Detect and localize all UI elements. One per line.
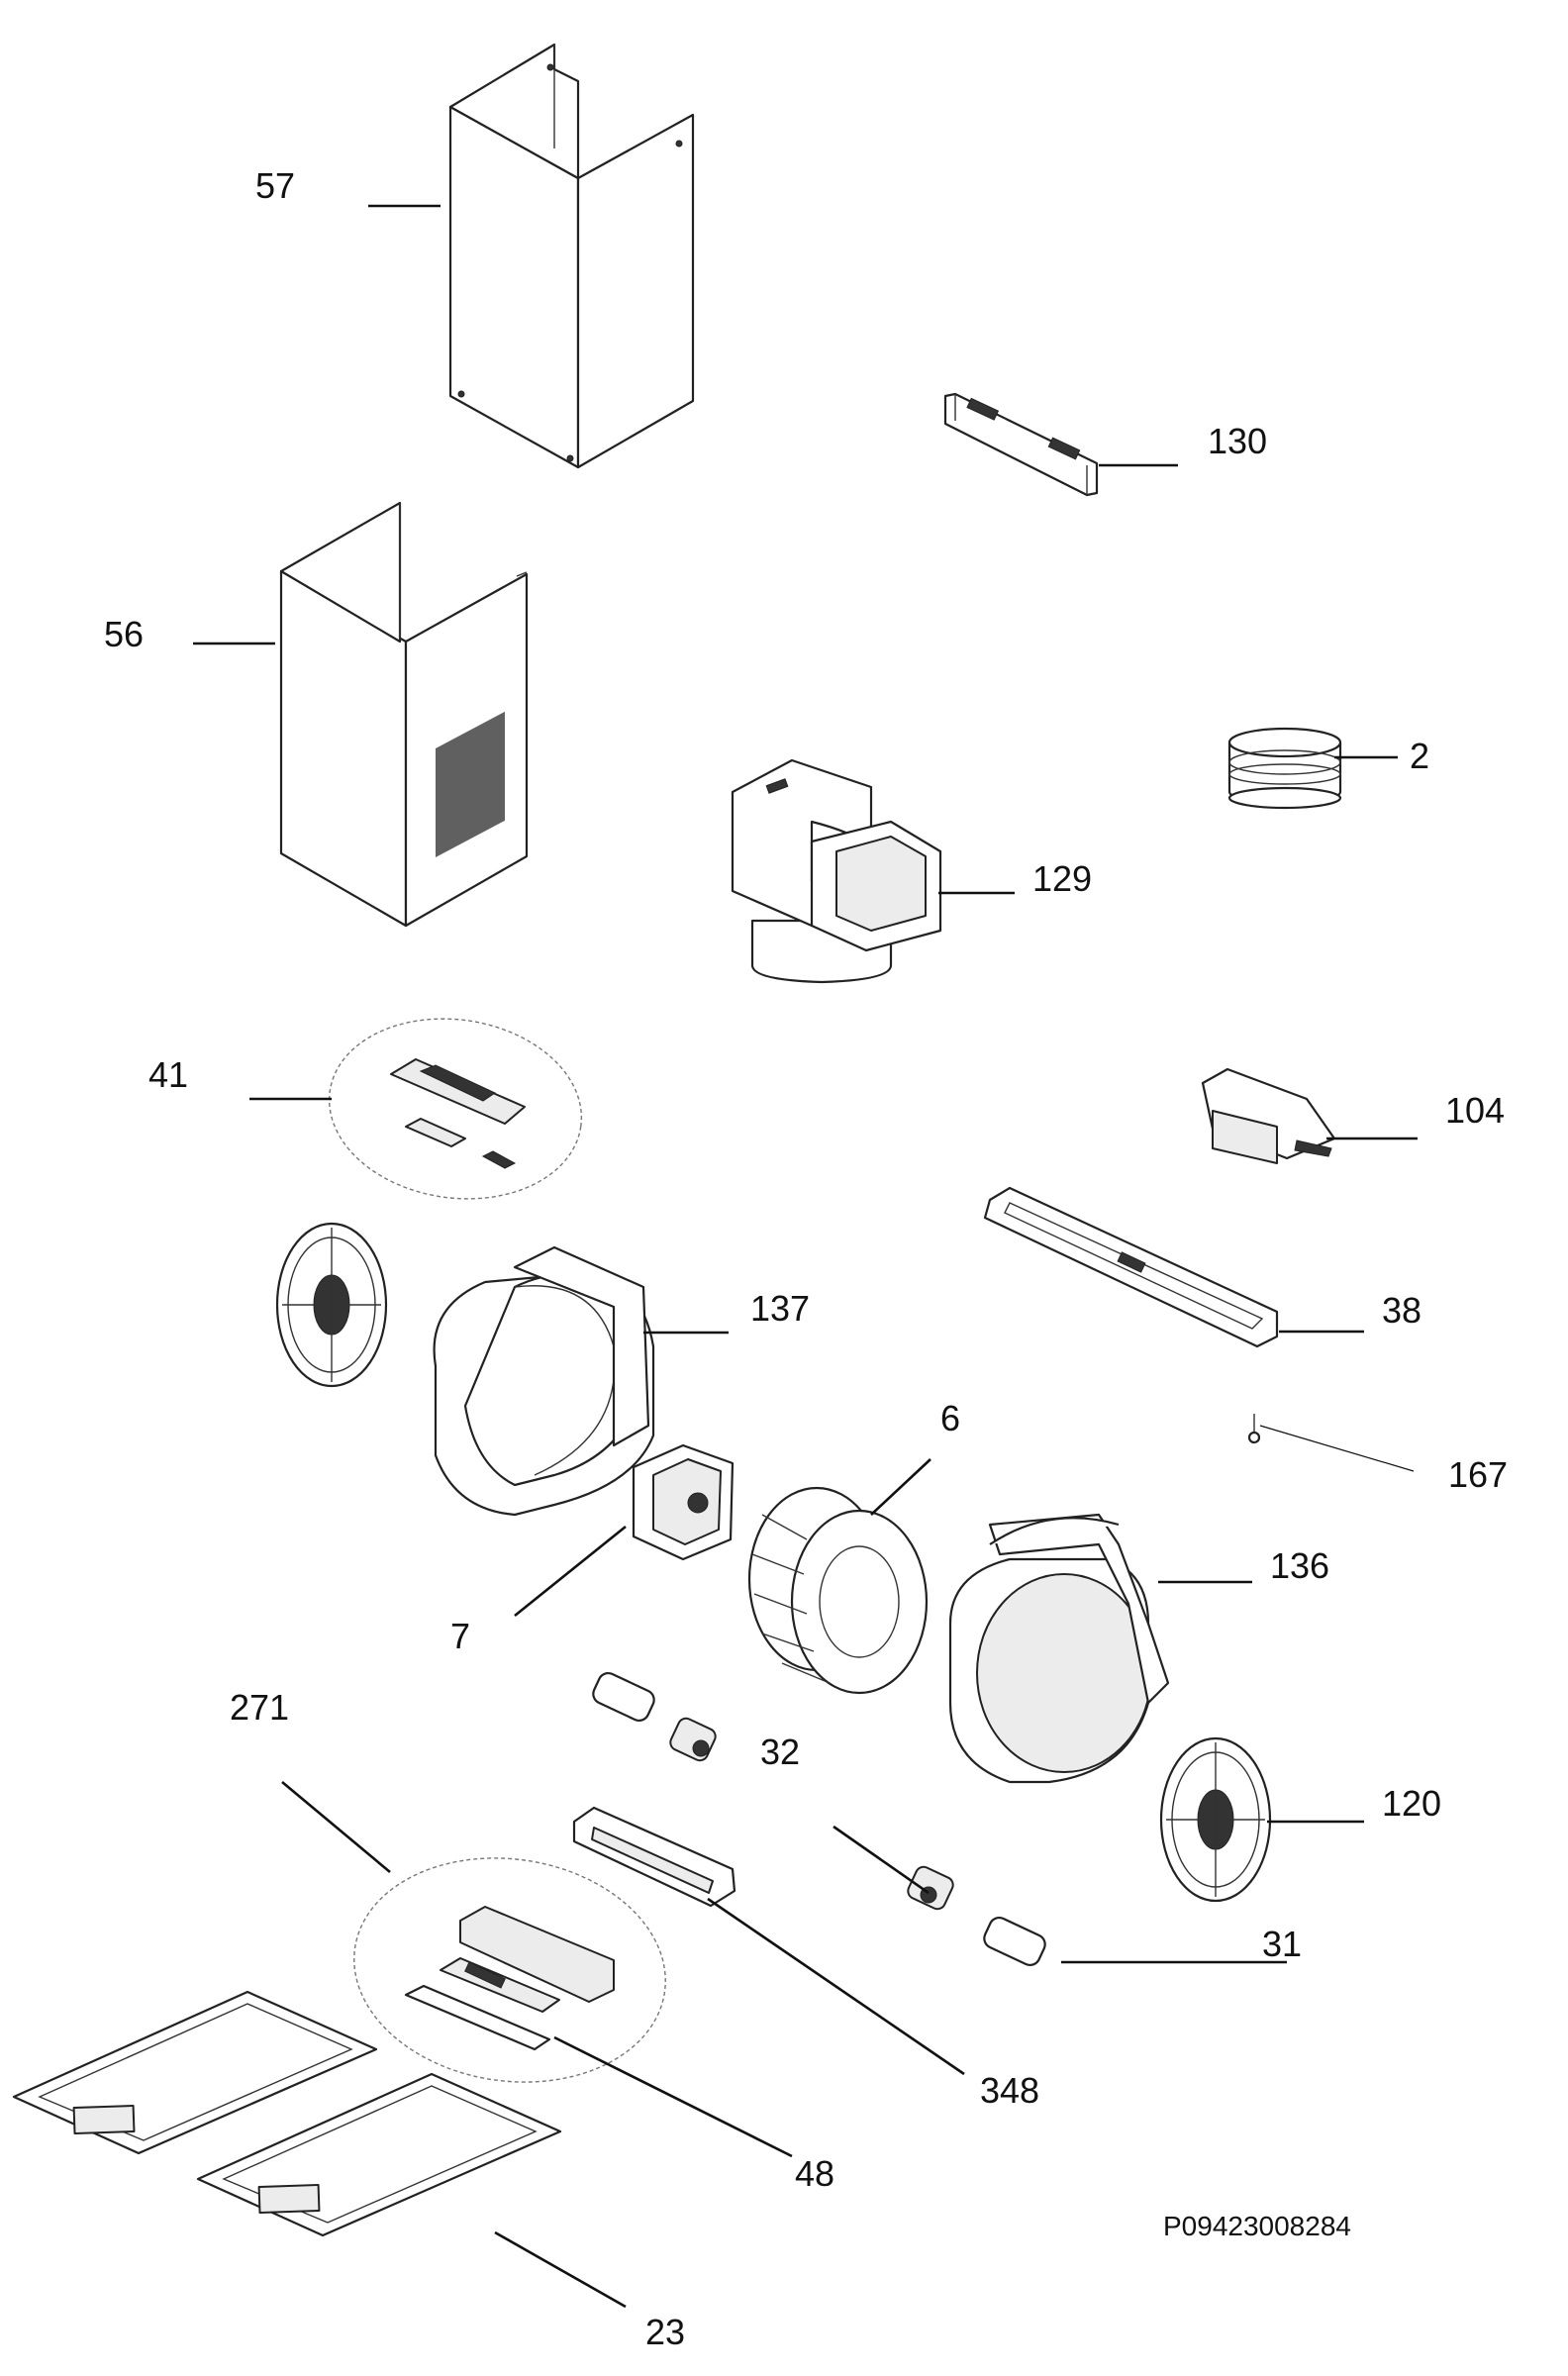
label-6: 6 (940, 1398, 960, 1438)
part-57-upper-chimney-cover (448, 43, 695, 469)
part-348-electronic-board (572, 1806, 736, 1908)
part-120-filter-wheel-right (1159, 1736, 1272, 1903)
grease-filter-wheel-left (275, 1222, 388, 1388)
part-2-round-collar (1227, 727, 1342, 810)
label-23: 23 (645, 2312, 685, 2352)
label-2: 2 (1410, 736, 1429, 776)
label-56: 56 (104, 614, 144, 654)
label-129: 129 (1032, 858, 1092, 899)
label-130: 130 (1208, 421, 1267, 461)
part-6-blower-wheel (747, 1486, 929, 1695)
part-136-blower-housing-right (948, 1513, 1170, 1784)
part-38-light-frame (983, 1186, 1279, 1348)
label-137: 137 (750, 1288, 810, 1329)
label-32: 32 (760, 1732, 800, 1772)
part-104-switch-clip (1201, 1067, 1336, 1164)
label-167: 167 (1448, 1454, 1508, 1495)
label-120: 120 (1382, 1783, 1441, 1824)
part-32-lamp-holder (592, 1672, 717, 1762)
vent-grid (436, 711, 505, 858)
label-48: 48 (795, 2153, 834, 2194)
part-31-lamp-holder (907, 1865, 1046, 1966)
label-38: 38 (1382, 1290, 1421, 1331)
part-137-blower-housing (433, 1245, 655, 1517)
leader-lines (193, 204, 1418, 2309)
part-167-screw (1247, 1414, 1261, 1444)
label-41: 41 (148, 1054, 188, 1095)
part-56-lower-chimney-cover (279, 501, 529, 928)
part-129-air-adapter (731, 758, 942, 984)
label-104: 104 (1445, 1090, 1505, 1131)
part-7-motor (632, 1443, 735, 1561)
part-41-control-board (328, 1018, 583, 1200)
part-271-switch-board-group (353, 1857, 666, 2083)
part-23-grease-filters (12, 1990, 562, 2237)
part-130-bracket (943, 392, 1099, 497)
label-348: 348 (980, 2070, 1039, 2111)
part-labels: 57 130 56 2 129 41 104 137 38 6 167 136 … (104, 165, 1508, 2352)
label-7: 7 (450, 1616, 470, 1656)
label-31: 31 (1262, 1924, 1302, 1964)
document-code: P09423008284 (1163, 2211, 1351, 2241)
label-271: 271 (230, 1687, 289, 1728)
label-57: 57 (255, 165, 295, 206)
label-136: 136 (1270, 1545, 1329, 1586)
